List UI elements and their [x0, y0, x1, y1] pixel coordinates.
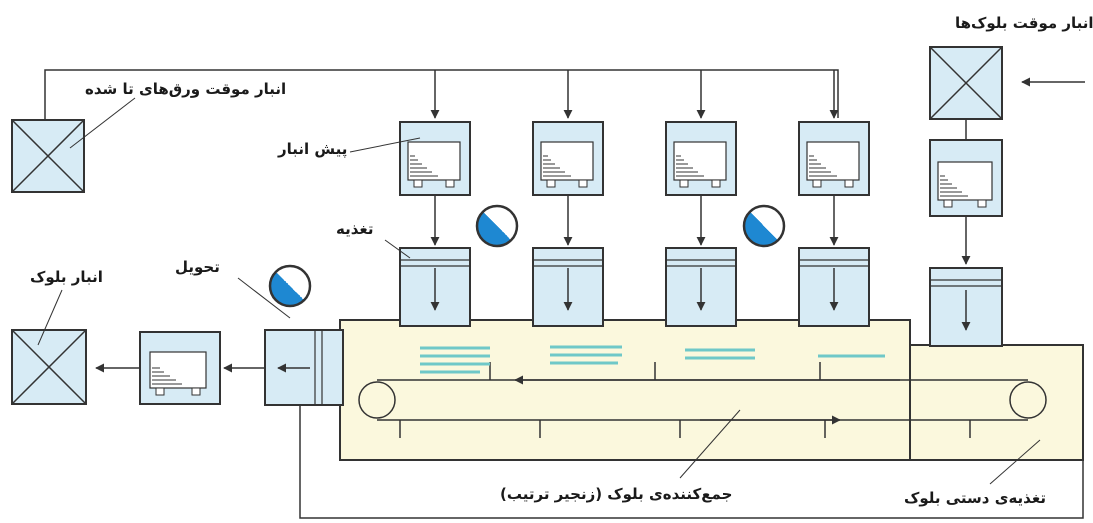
output-stacker — [139, 331, 221, 405]
temp-block-storage-icon — [929, 46, 1003, 120]
chain-loop — [358, 362, 1047, 438]
temp-folded-storage-icon — [11, 119, 85, 193]
label-delivery: تحویل — [175, 258, 220, 276]
photo-sensor-icon — [268, 204, 786, 308]
pre-storage-units — [399, 121, 870, 196]
feed-arrows — [430, 196, 839, 246]
label-temp-block-storage: انبار موقت بلوک‌ها — [955, 14, 1093, 32]
label-gatherer: جمع‌کننده‌ی بلوک (زنجیر ترتیب) — [500, 485, 733, 503]
label-pre-storage: پیش انبار — [278, 140, 348, 158]
label-block-storage: انبار بلوک — [30, 268, 103, 286]
right-feeder — [929, 267, 1003, 347]
label-temp-folded-storage: انبار موقت ورق‌های تا شده — [85, 80, 287, 98]
signature-stacks — [420, 345, 885, 374]
leader-lines — [37, 97, 1041, 485]
label-manual-feed: تغذیه‌ی دستی بلوک — [904, 489, 1046, 507]
manual-feed-conveyor — [909, 344, 1084, 461]
block-storage-icon — [11, 329, 87, 405]
feeder-units — [399, 247, 870, 327]
label-feed: تغذیه — [336, 220, 374, 238]
right-pre-storage — [929, 139, 1003, 217]
gatherer-conveyor — [339, 319, 911, 461]
delivery-unit — [264, 329, 344, 406]
top-manifold — [44, 69, 839, 120]
